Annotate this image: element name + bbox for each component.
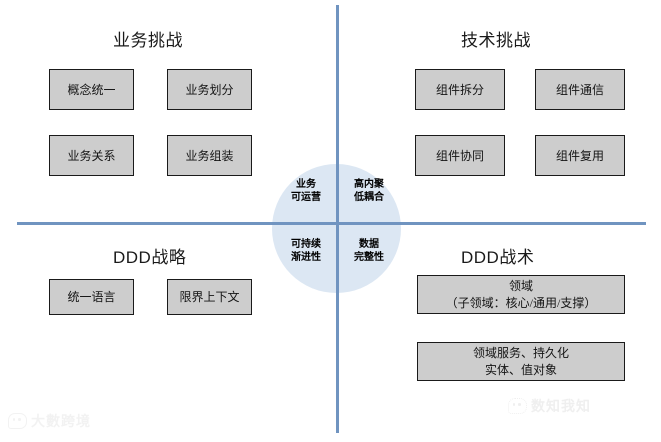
box-domain-service-persistence[interactable]: 领域服务、持久化 实体、值对象 (417, 342, 625, 381)
watermark-left-text: 大數跨境 (31, 413, 91, 429)
quadrant-title-ddd-strategy: DDD战略 (113, 248, 187, 267)
wechat-logo-icon (8, 413, 27, 429)
box-business-division[interactable]: 业务划分 (167, 69, 252, 110)
box-bounded-context[interactable]: 限界上下文 (167, 279, 252, 315)
center-tr-line1: 高内聚 (354, 179, 384, 190)
box-service-line1: 领域服务、持久化 (472, 345, 569, 360)
center-label-business-operable: 业务 可运营 (281, 178, 331, 204)
box-ubiquitous-language[interactable]: 统一语言 (49, 279, 134, 315)
watermark-bottom-left: 大數跨境 (8, 411, 91, 431)
quadrant-title-ddd-tactics: DDD战术 (461, 248, 535, 267)
quadrant-title-technical-challenge: 技术挑战 (461, 31, 531, 50)
quadrant-title-business-challenge: 业务挑战 (113, 31, 183, 50)
wechat-logo-icon-right (508, 398, 527, 414)
watermark-bottom-right: 数知我知 (508, 396, 591, 416)
box-component-reuse[interactable]: 组件复用 (535, 135, 625, 176)
center-br-line1: 数据 (359, 239, 379, 250)
center-label-high-cohesion: 高内聚 低耦合 (343, 178, 395, 204)
box-service-line2: 实体、值对象 (484, 362, 557, 377)
center-tl-line1: 业务 (296, 179, 316, 190)
center-label-sustainable-progressive: 可持续 渐进性 (281, 238, 331, 264)
vertical-divider (336, 5, 339, 433)
horizontal-divider (17, 222, 646, 225)
watermark-right-text: 数知我知 (531, 398, 591, 414)
box-business-relationship[interactable]: 业务关系 (49, 135, 134, 176)
box-business-assembly[interactable]: 业务组装 (167, 135, 252, 176)
box-component-collaboration[interactable]: 组件协同 (415, 135, 505, 176)
box-concept-unification[interactable]: 概念统一 (49, 69, 134, 110)
box-domain-line2: （子领域：核心/通用/支撑） (445, 295, 597, 310)
box-component-communication[interactable]: 组件通信 (535, 69, 625, 110)
center-tr-line2: 低耦合 (354, 192, 384, 203)
box-component-decomposition[interactable]: 组件拆分 (415, 69, 505, 110)
box-domain-line1: 领域 (508, 278, 533, 293)
center-bl-line1: 可持续 (291, 239, 321, 250)
center-bl-line2: 渐进性 (291, 252, 321, 263)
center-br-line2: 完整性 (354, 252, 384, 263)
center-tl-line2: 可运营 (291, 192, 321, 203)
box-domain-subdomain[interactable]: 领域 （子领域：核心/通用/支撑） (417, 275, 625, 314)
center-label-data-integrity: 数据 完整性 (343, 238, 395, 264)
